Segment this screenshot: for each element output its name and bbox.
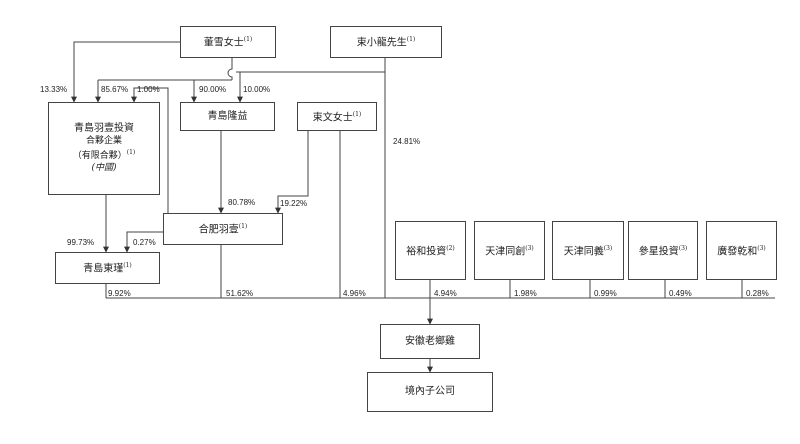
pct-tongchuang-anhui: 1.98% (514, 289, 537, 298)
pct-dongjin-anhui: 9.92% (108, 289, 131, 298)
pct-longyi-hefei: 80.78% (228, 198, 256, 207)
node-subsidiaries: 境內子公司 (367, 372, 493, 412)
node-yuhe: 裕和投資(2) (395, 221, 466, 280)
node-qingdao-dongjin: 青島東瑾(1) (55, 252, 160, 284)
pct-hefei-dongjin: 0.27% (133, 238, 156, 247)
node-qingdao-yuyi: 青島羽壹投資 合夥企業 （有限合夥）(1) (中國) (48, 102, 160, 195)
pct-yuhe-anhui: 4.94% (434, 289, 457, 298)
pct-yuyi-dongjin: 99.73% (67, 238, 95, 247)
node-dong-xue: 董雪女士(1) (180, 26, 276, 58)
pct-shu-anhui: 24.81% (393, 137, 421, 146)
pct-dongxue-yuyi: 13.33% (40, 85, 68, 94)
node-qingdao-longyi: 青島隆益 (180, 102, 275, 131)
edge-dongxue-trunk (227, 58, 233, 80)
node-guangfa-qianhe: 廣發乾和(3) (706, 221, 777, 280)
node-shu-wen: 束文女士(1) (297, 102, 377, 131)
pct-guangfa-anhui: 0.28% (746, 289, 769, 298)
pct-dongxue-yuyi-main: 85.67% (101, 85, 129, 94)
node-shu-xiaolong: 束小龍先生(1) (330, 26, 442, 58)
edge-hefei-yuyi-100 (131, 87, 169, 218)
edge-hefei-dongjin (124, 231, 163, 253)
node-anhui-laoxiangji: 安徽老鄉雞 (380, 324, 480, 359)
pct-hefei-yuyi: 1.00% (137, 85, 160, 94)
edge-dongxue-yuyi (71, 41, 180, 103)
node-hefei-yuyi: 合肥羽壹(1) (163, 213, 283, 245)
edge-shuwen-hefei (275, 131, 309, 214)
node-shenxing: 參星投資(3) (628, 221, 698, 280)
pct-shenxing-anhui: 0.49% (669, 289, 692, 298)
pct-shuwen-hefei: 19.22% (280, 199, 308, 208)
pct-dongxue-longyi: 90.00% (199, 85, 227, 94)
node-tianjin-tongyi: 天津同義(3) (552, 221, 624, 280)
pct-shuwen-anhui: 4.96% (343, 289, 366, 298)
pct-tongyi-anhui: 0.99% (594, 289, 617, 298)
pct-hefei-anhui: 51.62% (226, 289, 254, 298)
node-tianjin-tongchuang: 天津同創(3) (474, 221, 545, 280)
pct-shu-longyi: 10.00% (243, 85, 271, 94)
